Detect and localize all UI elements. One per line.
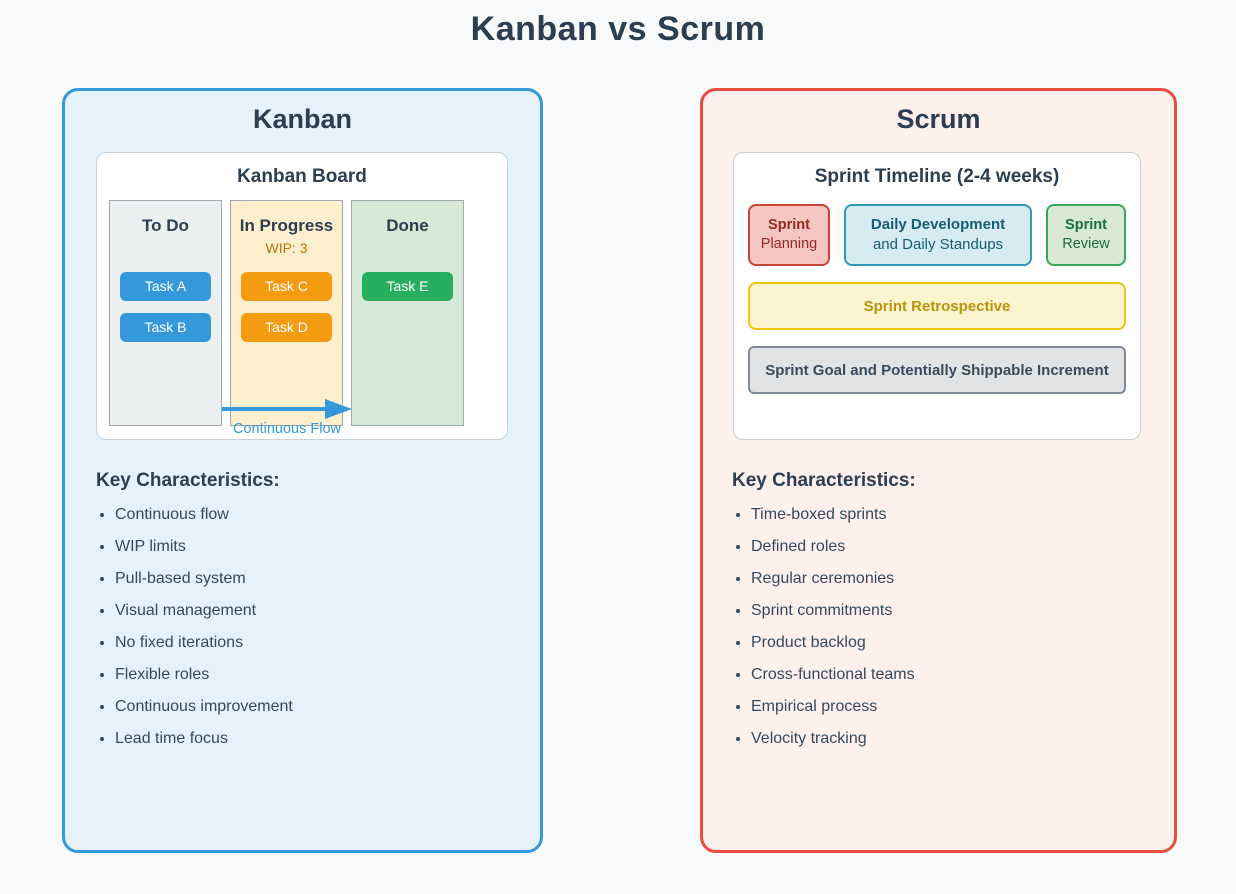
event-daily-development: Daily Development and Daily Standups (844, 204, 1032, 266)
list-item: Empirical process (751, 697, 1152, 717)
task-card: Task E (362, 272, 453, 301)
event-daily-development-line1: Daily Development (870, 216, 1006, 234)
continuous-flow-arrow-shaft (222, 407, 325, 411)
list-item: Product backlog (751, 633, 1152, 653)
event-sprint-review: Sprint Review (1046, 204, 1126, 266)
list-item: Sprint commitments (751, 601, 1152, 621)
list-item: Velocity tracking (751, 729, 1152, 749)
sprint-timeline-title: Sprint Timeline (2-4 weeks) (814, 166, 1060, 187)
list-item: Defined roles (751, 537, 1152, 557)
kanban-panel: Kanban Kanban Board To Do Task A Task B … (62, 88, 543, 853)
kanban-characteristics-list: Continuous flow WIP limits Pull-based sy… (96, 505, 516, 749)
list-item: Cross-functional teams (751, 665, 1152, 685)
event-sprint-review-line1: Sprint (1065, 216, 1107, 233)
column-todo: To Do Task A Task B (109, 200, 222, 426)
task-card: Task B (120, 313, 211, 342)
scrum-characteristics: Key Characteristics: Time-boxed sprints … (732, 470, 1152, 761)
event-sprint-goal: Sprint Goal and Potentially Shippable In… (748, 346, 1126, 394)
kanban-columns: To Do Task A Task B In Progress WIP: 3 T… (109, 200, 464, 426)
kanban-board-card: Kanban Board To Do Task A Task B In Prog… (96, 152, 508, 440)
list-item: Pull-based system (115, 569, 516, 589)
column-todo-header: To Do (110, 201, 221, 272)
column-in-progress-header: In Progress WIP: 3 (231, 201, 342, 272)
continuous-flow-arrow-head-icon (325, 399, 352, 419)
event-sprint-planning: Sprint Planning (748, 204, 830, 266)
list-item: WIP limits (115, 537, 516, 557)
event-daily-development-line2: and Daily Standups (872, 236, 1004, 253)
task-card: Task D (241, 313, 332, 342)
scrum-characteristics-list: Time-boxed sprints Defined roles Regular… (732, 505, 1152, 749)
wip-limit-label: WIP: 3 (265, 240, 308, 256)
event-sprint-planning-line2: Planning (760, 236, 818, 252)
list-item: Time-boxed sprints (751, 505, 1152, 525)
task-card: Task A (120, 272, 211, 301)
column-in-progress-title: In Progress (239, 216, 334, 235)
event-sprint-review-line2: Review (1062, 236, 1110, 252)
list-item: No fixed iterations (115, 633, 516, 653)
column-done: Done Task E (351, 200, 464, 426)
kanban-panel-title: Kanban (252, 104, 352, 134)
page-title: Kanban vs Scrum (470, 10, 766, 48)
list-item: Visual management (115, 601, 516, 621)
column-todo-title: To Do (142, 216, 189, 235)
column-done-title: Done (386, 216, 429, 235)
sprint-timeline-row: Sprint Planning Daily Development and Da… (748, 204, 1126, 266)
scrum-panel-title: Scrum (896, 104, 981, 134)
list-item: Flexible roles (115, 665, 516, 685)
event-sprint-retrospective: Sprint Retrospective (748, 282, 1126, 330)
scrum-characteristics-heading: Key Characteristics: (732, 470, 916, 491)
event-sprint-planning-line1: Sprint (768, 216, 810, 233)
list-item: Continuous flow (115, 505, 516, 525)
kanban-characteristics: Key Characteristics: Continuous flow WIP… (96, 470, 516, 761)
list-item: Lead time focus (115, 729, 516, 749)
column-done-header: Done (352, 201, 463, 272)
list-item: Regular ceremonies (751, 569, 1152, 589)
column-in-progress: In Progress WIP: 3 Task C Task D (230, 200, 343, 426)
sprint-timeline-card: Sprint Timeline (2-4 weeks) Sprint Plann… (733, 152, 1141, 440)
list-item: Continuous improvement (115, 697, 516, 717)
scrum-panel: Scrum Sprint Timeline (2-4 weeks) Sprint… (700, 88, 1177, 853)
task-card: Task C (241, 272, 332, 301)
continuous-flow-label: Continuous Flow (233, 421, 341, 437)
kanban-board-title: Kanban Board (237, 166, 367, 187)
kanban-characteristics-heading: Key Characteristics: (96, 470, 280, 491)
